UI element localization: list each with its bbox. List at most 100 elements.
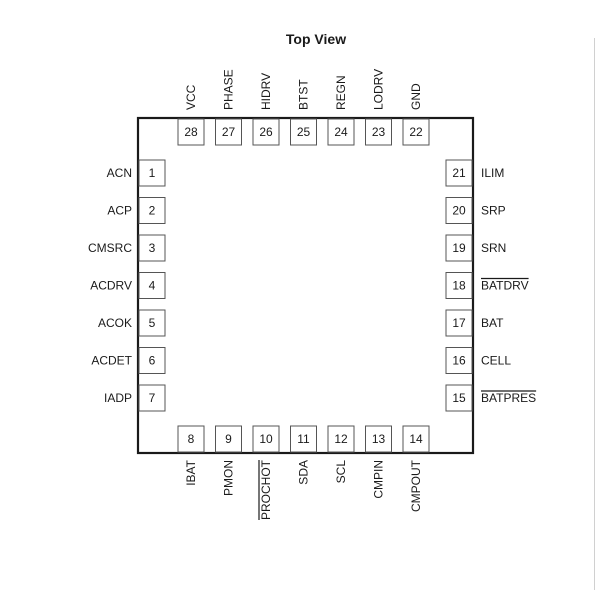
pin-1-pad [138, 159, 166, 187]
pin-2: 2 ACP [107, 197, 166, 224]
pin-2-number: 2 [149, 204, 156, 218]
pin-3-label: CMSRC [88, 241, 132, 255]
pin-20: 20 SRP [445, 197, 506, 224]
pin-14-pad [402, 425, 430, 453]
pin-12-number: 12 [334, 432, 348, 446]
pin-16: 16 CELL [445, 347, 511, 374]
pin-12-pad [327, 425, 355, 453]
pin-16-pad [445, 347, 473, 374]
pin-19-pad [445, 234, 473, 262]
bottom-pin-group: 8IBAT9PMON10PROCHOT11SDA12SCL13CMPIN14CM… [177, 425, 430, 520]
pin-22-pad [402, 118, 430, 146]
pin-28-pad [177, 118, 205, 146]
pin-24-number: 24 [334, 125, 348, 139]
pin-4-pad [138, 272, 166, 299]
page-edge-rule [594, 38, 595, 590]
pin-24-pad [327, 118, 355, 146]
pin-7-pad [138, 384, 166, 412]
pin-14-label: CMPOUT [409, 459, 423, 512]
pin-20-pad [445, 197, 473, 224]
pin-13-label: CMPIN [372, 460, 386, 499]
pin-9-number: 9 [225, 432, 232, 446]
pin-4-number: 4 [149, 279, 156, 293]
diagram-title: Top View [286, 31, 346, 47]
pin-8-pad [177, 425, 205, 453]
pin-15-label: BATPRES [481, 391, 536, 405]
chip-body-outline [136, 116, 475, 455]
pin-23-pad [365, 118, 392, 146]
pin-26-label: HIDRV [259, 73, 273, 110]
pin-21-pad [445, 159, 473, 187]
pin-7-label: IADP [104, 391, 132, 405]
pin-17: 17 BAT [445, 309, 504, 337]
pin-18-label: BATDRV [481, 279, 529, 293]
pin-4: 4 ACDRV [90, 272, 166, 299]
pin-20-number: 20 [452, 204, 466, 218]
pin-26-pad [252, 118, 280, 146]
pin-10-number: 10 [259, 432, 273, 446]
pin-1-number: 1 [149, 166, 156, 180]
pin-23: 23 LODRV [365, 69, 392, 146]
pin-15: 15 BATPRES [445, 384, 537, 412]
pin-20-label: SRP [481, 204, 506, 218]
pin-25-pad [290, 118, 317, 146]
pin-9-label: PMON [222, 460, 236, 496]
pin-11-pad [290, 425, 317, 453]
pin-25-label: BTST [297, 79, 311, 110]
pin-2-label: ACP [107, 204, 132, 218]
pin-2-pad [138, 197, 166, 224]
pin-6-pad [138, 347, 166, 374]
pin-6-label: ACDET [91, 354, 132, 368]
pin-5: 5 ACOK [98, 309, 166, 337]
pin-17-label: BAT [481, 316, 504, 330]
pin-8-number: 8 [188, 432, 195, 446]
pin-1: 1 ACN [107, 159, 166, 187]
pin-8-label: IBAT [184, 459, 198, 485]
pin-17-number: 17 [452, 316, 466, 330]
pin-5-pad [138, 309, 166, 337]
pin-16-number: 16 [452, 354, 466, 368]
pin-17-pad [445, 309, 473, 337]
pin-1-label: ACN [107, 166, 132, 180]
pin-23-label: LODRV [372, 69, 386, 110]
pin-18-pad [445, 272, 473, 299]
pin-4-label: ACDRV [90, 279, 132, 293]
pin-5-number: 5 [149, 316, 156, 330]
pin-22: 22 GND [402, 83, 430, 146]
pin-26-number: 26 [259, 125, 273, 139]
pin-22-label: GND [409, 83, 423, 110]
pin-28-label: VCC [184, 84, 198, 110]
pin-13-pad [365, 425, 392, 453]
pin-14-number: 14 [409, 432, 423, 446]
pin-3-pad [138, 234, 166, 262]
pin-11-label: SDA [297, 460, 311, 485]
pin-10-label: PROCHOT [259, 459, 273, 520]
pin-23-number: 23 [372, 125, 386, 139]
pin-19-label: SRN [481, 241, 506, 255]
pin-9-pad [215, 425, 242, 453]
pin-22-number: 22 [409, 125, 423, 139]
pin-15-number: 15 [452, 391, 466, 405]
pin-21-number: 21 [452, 166, 466, 180]
pin-5-label: ACOK [98, 316, 132, 330]
pin-28-number: 28 [184, 125, 198, 139]
pin-16-label: CELL [481, 354, 511, 368]
